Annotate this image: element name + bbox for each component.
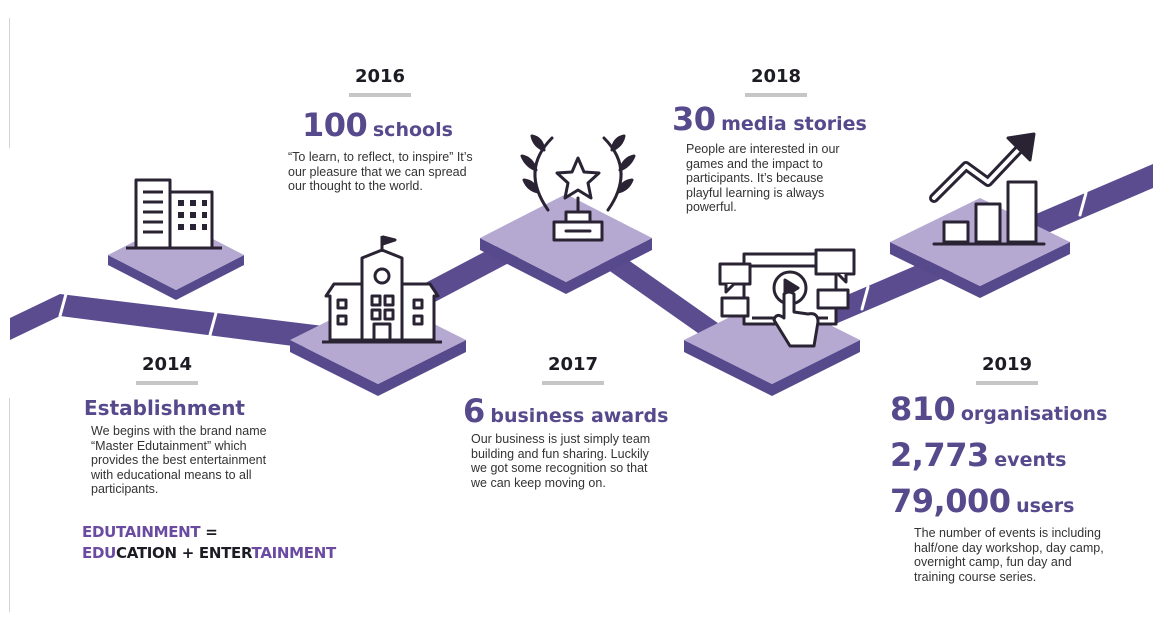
year-underline bbox=[136, 381, 198, 385]
milestone-description-2014: We begins with the brand name “Master Ed… bbox=[91, 424, 267, 497]
milestone-headline-2017: 6 business awards bbox=[463, 392, 668, 430]
stat-unit: users bbox=[1016, 495, 1075, 517]
milestone-description-2017: Our business is just simply team buildin… bbox=[471, 432, 651, 490]
headline-unit: business awards bbox=[490, 405, 669, 427]
headline-text: Establishment bbox=[84, 396, 245, 420]
award-trophy-icon bbox=[520, 134, 636, 242]
headline-unit: media stories bbox=[721, 113, 867, 135]
media-video-icon bbox=[718, 248, 856, 348]
milestone-description-2018: People are interested in our games and t… bbox=[686, 142, 840, 215]
milestone-headline-2014: Establishment bbox=[84, 396, 245, 420]
headline-number: 100 bbox=[302, 106, 368, 144]
milestone-year: 2019 bbox=[981, 354, 1033, 375]
tagline-tainment: TAINMENT bbox=[251, 544, 337, 562]
headline-number: 6 bbox=[463, 392, 485, 430]
tagline-equals: = bbox=[200, 523, 218, 541]
headline-number: 30 bbox=[672, 100, 716, 138]
year-underline bbox=[542, 381, 604, 385]
road-dashes bbox=[58, 191, 1088, 337]
tagline-plus: + bbox=[176, 544, 199, 562]
office-building-icon bbox=[126, 178, 222, 250]
tagline-enter: ENTER bbox=[198, 544, 252, 562]
stat-organisations: 810 organisations bbox=[890, 390, 1107, 428]
edutainment-tagline: EDUTAINMENT = EDUCATION + ENTERTAINMENT bbox=[82, 522, 336, 564]
year-underline bbox=[349, 93, 411, 97]
tagline-edu: EDU bbox=[82, 544, 116, 562]
milestone-2017: 2017 bbox=[513, 354, 633, 385]
milestone-description-2019: The number of events is including half/o… bbox=[914, 526, 1104, 584]
year-underline bbox=[745, 93, 807, 97]
left-divider-bottom bbox=[9, 398, 10, 612]
stat-number: 810 bbox=[890, 390, 956, 428]
year-underline bbox=[976, 381, 1038, 385]
growth-chart-icon bbox=[929, 132, 1046, 246]
stat-events: 2,773 events bbox=[890, 436, 1066, 474]
milestone-headline-2018: 30 media stories bbox=[672, 100, 867, 138]
tagline-edutainment: EDUTAINMENT bbox=[82, 523, 201, 541]
headline-unit: schools bbox=[372, 119, 453, 141]
stat-number: 79,000 bbox=[890, 482, 1011, 520]
milestone-2019: 2019 bbox=[947, 354, 1067, 385]
milestone-year: 2017 bbox=[547, 354, 599, 375]
tagline-cation: CATION bbox=[115, 544, 177, 562]
stat-number: 2,773 bbox=[890, 436, 989, 474]
milestone-2014: 2014 bbox=[107, 354, 227, 385]
milestone-year: 2018 bbox=[750, 66, 802, 87]
milestone-description-2016: “To learn, to reflect, to inspire” It’s … bbox=[288, 150, 473, 194]
school-building-icon bbox=[322, 235, 442, 344]
stat-users: 79,000 users bbox=[890, 482, 1074, 520]
stat-unit: organisations bbox=[960, 403, 1108, 425]
left-divider-top bbox=[9, 18, 10, 148]
milestone-headline-2016: 100 schools bbox=[302, 106, 453, 144]
milestone-year: 2016 bbox=[354, 66, 406, 87]
milestone-2018: 2018 bbox=[716, 66, 836, 97]
milestone-year: 2014 bbox=[141, 354, 193, 375]
milestone-2016: 2016 bbox=[320, 66, 440, 97]
stat-unit: events bbox=[994, 449, 1067, 471]
